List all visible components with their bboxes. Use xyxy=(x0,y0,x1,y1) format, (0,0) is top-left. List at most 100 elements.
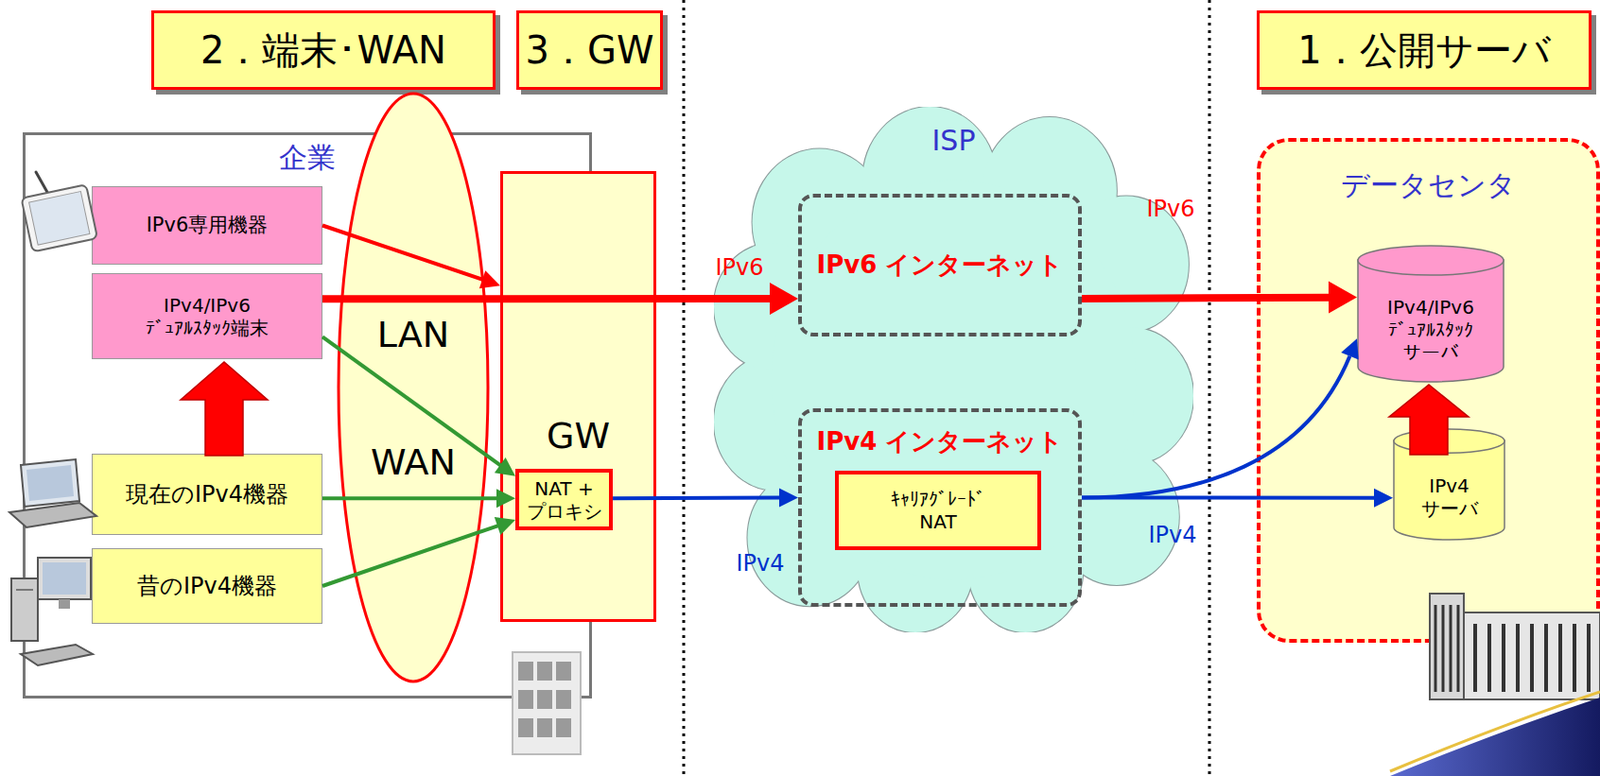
node-label: IPv4/IPv6 ﾃﾞｭｱﾙｽﾀｯｸ端末 xyxy=(121,294,293,340)
datacenter-building xyxy=(1463,612,1600,700)
connector-line xyxy=(322,496,498,501)
cylinder-body xyxy=(1393,440,1505,540)
node-label: 3．GW xyxy=(525,27,655,73)
device-box: 現在のIPv4機器 xyxy=(91,453,323,536)
desktop-icon xyxy=(20,644,93,666)
arrowhead xyxy=(1340,338,1359,360)
connector-line xyxy=(322,226,484,281)
connector xyxy=(1081,338,1359,498)
device-box: 昔のIPv4機器 xyxy=(91,548,323,625)
connector-line xyxy=(1081,496,1375,501)
connector xyxy=(612,488,799,508)
node-label: 昔のIPv4機器 xyxy=(137,573,278,601)
desktop-icon xyxy=(16,589,34,592)
arrowhead xyxy=(496,488,516,508)
section-tag: 1．公開サーバ xyxy=(1256,10,1592,90)
connector-line xyxy=(612,496,781,502)
office-building xyxy=(556,690,572,710)
edge-label: IPv4 xyxy=(736,550,785,578)
connector-line xyxy=(1081,356,1350,499)
tablet-icon xyxy=(35,172,53,203)
node-label: IPv4 インターネット xyxy=(801,427,1079,457)
office-building xyxy=(537,661,553,681)
isp-cloud: ISP IPv6 インターネット IPv4 インターネット ｷｬﾘｱｸﾞﾚｰﾄﾞ NA… xyxy=(713,106,1194,633)
corner-swoosh xyxy=(1390,692,1600,772)
gateway-box: GWNAT + プロキシ xyxy=(500,171,657,623)
node-label: IPv6専用機器 xyxy=(146,213,269,238)
tablet-icon xyxy=(21,184,99,252)
desktop-icon xyxy=(11,578,38,642)
desktop-icon xyxy=(37,557,91,600)
connector xyxy=(322,517,516,587)
node-label: IPv4 サーバ xyxy=(1411,474,1488,521)
desktop-icon xyxy=(58,599,70,609)
datacenter-region: データセンタ IPv4/IPv6 ﾃﾞｭｱﾙｽﾀｯｸ サーバ IPv4 サーバ xyxy=(1256,138,1600,644)
cylinder-body xyxy=(1357,260,1504,383)
node-label: IPv4/IPv6 ﾃﾞｭｱﾙｽﾀｯｸ サーバ xyxy=(1369,295,1493,365)
connector-line xyxy=(322,336,502,466)
edge-label-holder: IPv6 xyxy=(1147,195,1196,224)
node-label: GW xyxy=(503,415,654,459)
cloud-outline xyxy=(713,106,1194,633)
device-box: IPv6専用機器 xyxy=(91,186,323,265)
arrowhead xyxy=(494,517,516,536)
connector-line xyxy=(322,525,499,587)
divider-line xyxy=(683,0,1210,776)
arrowhead xyxy=(494,457,516,477)
block-arrow xyxy=(1389,384,1469,455)
edge-label-holder: IPv4 xyxy=(736,550,785,578)
arrowhead xyxy=(1373,488,1393,508)
datacenter-building xyxy=(1475,624,1589,693)
office-building xyxy=(537,718,553,738)
node-label: LAN xyxy=(336,313,490,358)
connector xyxy=(1389,384,1469,455)
connector xyxy=(1081,281,1357,314)
arrowhead xyxy=(1328,281,1357,314)
corner-swoosh xyxy=(1390,692,1600,776)
tablet-icon xyxy=(21,184,99,252)
laptop-icon xyxy=(20,459,80,507)
office-building xyxy=(512,652,581,755)
connector xyxy=(180,362,268,456)
arrowhead xyxy=(779,488,799,508)
tablet-icon xyxy=(29,191,90,245)
laptop-icon xyxy=(9,503,97,528)
block-arrow xyxy=(180,362,268,456)
edge-label: IPv6 xyxy=(1147,195,1196,224)
ellipse-outline xyxy=(338,93,488,682)
office-building xyxy=(518,718,534,738)
network-ellipse: LAN WAN xyxy=(336,91,490,684)
node-label: ISP xyxy=(713,123,1194,158)
office-building xyxy=(518,690,534,710)
divider-line xyxy=(682,0,686,776)
datacenter-building xyxy=(1429,593,1464,700)
desktop-icon xyxy=(42,562,87,595)
ellipse-outline xyxy=(336,91,490,684)
connector xyxy=(322,282,799,315)
section-tag: 2．端末･WAN xyxy=(151,10,496,90)
internet-region: IPv6 インターネット xyxy=(798,193,1082,337)
node-label: データセンタ xyxy=(1260,168,1597,203)
divider-line xyxy=(1208,0,1212,776)
cylinder-top xyxy=(1357,245,1504,276)
node-label: IPv6 インターネット xyxy=(817,250,1064,280)
connector xyxy=(1081,488,1393,508)
node-label: ｷｬﾘｱｸﾞﾚｰﾄﾞ NAT xyxy=(881,487,995,534)
laptop-icon xyxy=(9,459,97,528)
device-box: IPv4/IPv6 ﾃﾞｭｱﾙｽﾀｯｸ端末 xyxy=(91,273,323,360)
datacenter-building xyxy=(1435,605,1459,693)
connector-line xyxy=(322,295,771,303)
office-building xyxy=(537,690,553,710)
office-building xyxy=(556,661,572,681)
node-label: WAN xyxy=(336,441,490,486)
office-building xyxy=(518,661,534,681)
desktop-icon xyxy=(11,557,93,666)
edge-label-holder: IPv6 xyxy=(715,254,765,282)
tablet-icon xyxy=(21,172,99,252)
edge-label: IPv6 xyxy=(715,254,765,282)
arrowhead xyxy=(769,282,799,315)
laptop-icon xyxy=(26,465,74,502)
cylinder-top xyxy=(1393,429,1505,453)
arrowhead xyxy=(479,270,501,289)
